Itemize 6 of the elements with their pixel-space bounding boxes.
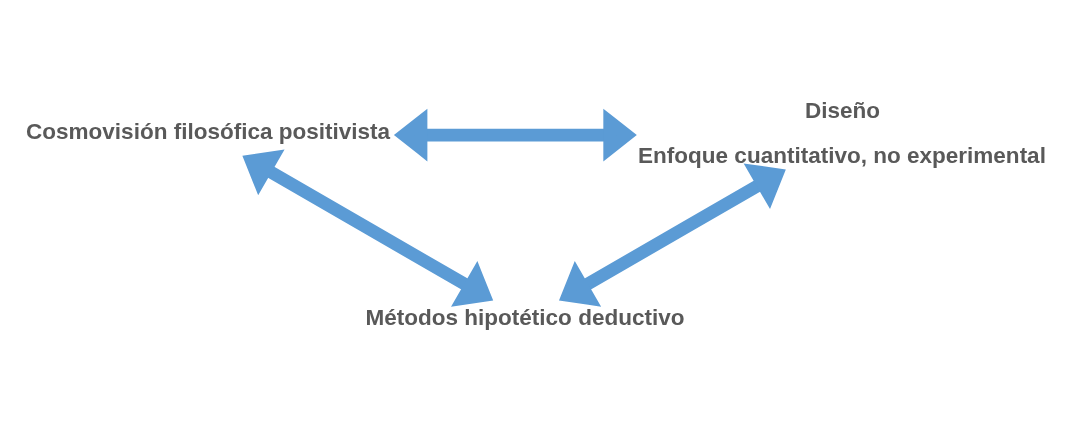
arrow (242, 149, 494, 307)
arrow (393, 108, 637, 161)
node-text: Cosmovisión filosófica positivista (26, 118, 391, 144)
node-text: Métodos hipotético deductivo (365, 304, 685, 330)
arrow (558, 162, 786, 307)
node-text: Diseño Enfoque cuantitativo, no experimental (638, 97, 1046, 168)
